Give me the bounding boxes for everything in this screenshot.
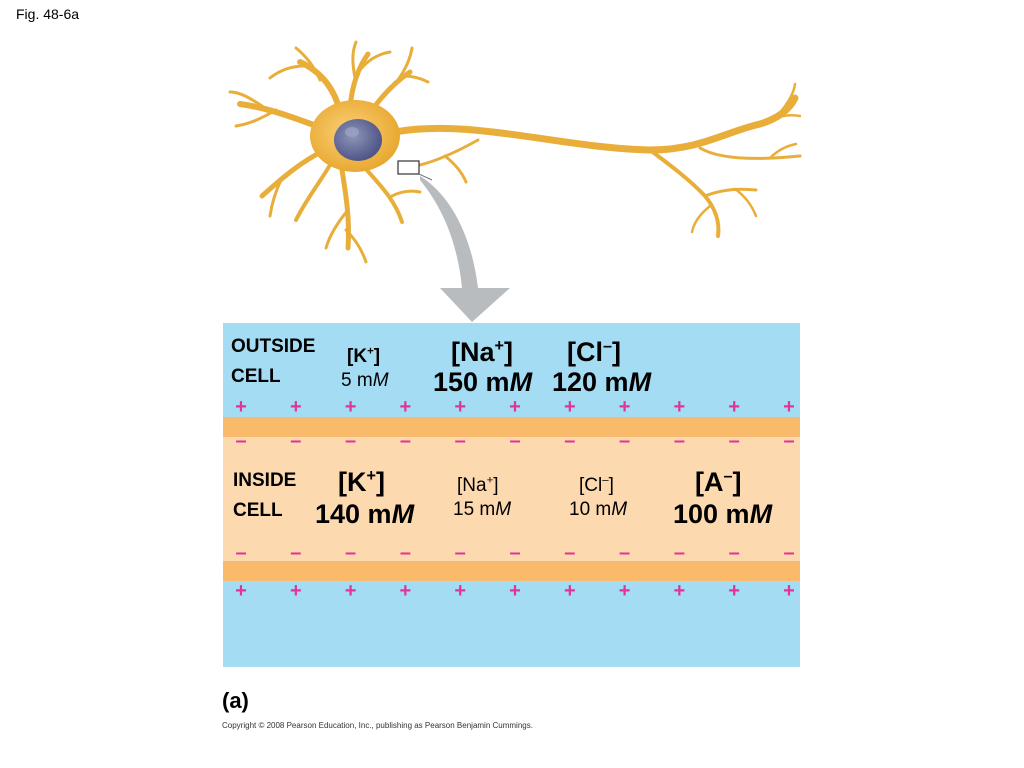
membrane-top xyxy=(223,417,800,437)
minus-charge-sign: – xyxy=(509,430,521,452)
outside-region-lower xyxy=(223,581,800,667)
minus-charge-sign: – xyxy=(290,542,302,564)
minus-charge-sign: – xyxy=(399,542,411,564)
plus-charge-sign: + xyxy=(235,580,247,602)
axon xyxy=(391,82,802,238)
outer-plus-row-top: + + + + + + + + + + + xyxy=(223,397,800,417)
inside-k-ion: [K+] xyxy=(338,467,385,497)
plus-charge-sign: + xyxy=(728,396,741,418)
plus-charge-sign: + xyxy=(618,396,631,418)
plus-charge-sign: + xyxy=(399,580,412,602)
outside-cl-conc: 120 mM xyxy=(552,367,652,397)
minus-charge-sign: – xyxy=(619,430,631,452)
figure-caption: (a) xyxy=(222,688,249,713)
figure-label: Fig. 48-6a xyxy=(16,6,80,22)
inside-k-conc: 140 mM xyxy=(315,499,415,529)
plus-charge-sign: + xyxy=(289,396,302,418)
plus-charge-sign: + xyxy=(673,396,686,418)
minus-charge-sign: – xyxy=(728,430,740,452)
inner-minus-row-bottom: ––––––––––– xyxy=(223,543,800,563)
plus-charge-sign: + xyxy=(454,396,467,418)
minus-charge-sign: – xyxy=(564,430,576,452)
outside-na-ion: [Na+] xyxy=(451,337,513,367)
inside-label-line1: INSIDE xyxy=(233,470,297,491)
outside-cl-ion: [Cl–] xyxy=(567,337,622,367)
inside-cl-conc: 10 mM xyxy=(569,499,628,520)
outside-na-conc: 150 mM xyxy=(433,367,533,397)
minus-charge-sign: – xyxy=(728,542,740,564)
inside-anion-conc: 100 mM xyxy=(673,499,773,529)
minus-charge-sign: – xyxy=(454,430,466,452)
magnify-arrow xyxy=(420,176,510,322)
plus-charge-sign: + xyxy=(399,396,412,418)
neuron-illustration xyxy=(228,40,802,322)
plus-charge-sign: + xyxy=(783,580,795,602)
inside-region xyxy=(223,437,800,561)
plus-charge-sign: + xyxy=(563,580,576,602)
minus-charge-sign: – xyxy=(509,542,521,564)
minus-charge-sign: – xyxy=(345,430,357,452)
inner-minus-row-top: ––––––––––– xyxy=(223,431,800,451)
minus-charge-sign: – xyxy=(564,542,576,564)
outside-label-line1: OUTSIDE xyxy=(231,336,316,357)
minus-charge-sign: – xyxy=(619,542,631,564)
membrane-bottom xyxy=(223,561,800,581)
outside-k-ion: [K+] xyxy=(347,345,381,367)
outside-region xyxy=(223,323,800,417)
plus-charge-sign: + xyxy=(673,580,686,602)
minus-charge-sign: – xyxy=(235,430,247,452)
plus-charge-sign: + xyxy=(509,580,521,602)
plus-charge-sign: + xyxy=(454,580,467,602)
plus-charge-sign: + xyxy=(235,396,247,418)
plus-charge-sign: + xyxy=(509,396,521,418)
minus-charge-sign: – xyxy=(783,430,795,452)
inside-na-ion: [Na+] xyxy=(457,474,499,496)
minus-charge-sign: – xyxy=(454,542,466,564)
outside-label-line2: CELL xyxy=(231,366,281,387)
minus-charge-sign: – xyxy=(783,542,795,564)
plus-charge-sign: + xyxy=(618,580,631,602)
nucleus xyxy=(334,119,382,161)
minus-charge-sign: – xyxy=(235,542,247,564)
membrane-diagram: OUTSIDE CELL [K+] 5 mM [Na+] 150 mM [Cl–… xyxy=(223,323,800,667)
minus-charge-sign: – xyxy=(290,430,302,452)
outside-k-conc: 5 mM xyxy=(341,370,389,391)
copyright-notice: Copyright © 2008 Pearson Education, Inc.… xyxy=(222,721,533,730)
minus-charge-sign: – xyxy=(673,430,685,452)
inside-label-line2: CELL xyxy=(233,500,283,521)
zoom-box xyxy=(397,160,420,175)
plus-charge-sign: + xyxy=(344,580,357,602)
minus-charge-sign: – xyxy=(673,542,685,564)
inside-na-conc: 15 mM xyxy=(453,499,512,520)
minus-charge-sign: – xyxy=(399,430,411,452)
plus-charge-sign: + xyxy=(783,396,795,418)
plus-charge-sign: + xyxy=(344,396,357,418)
outer-plus-row-bottom: + + + + + + + + + + + xyxy=(223,581,800,601)
minus-charge-sign: – xyxy=(345,542,357,564)
plus-charge-sign: + xyxy=(563,396,576,418)
plus-charge-sign: + xyxy=(289,580,302,602)
plus-charge-sign: + xyxy=(728,580,741,602)
inside-anion-ion: [A–] xyxy=(695,467,742,497)
inside-cl-ion: [Cl–] xyxy=(579,474,614,496)
